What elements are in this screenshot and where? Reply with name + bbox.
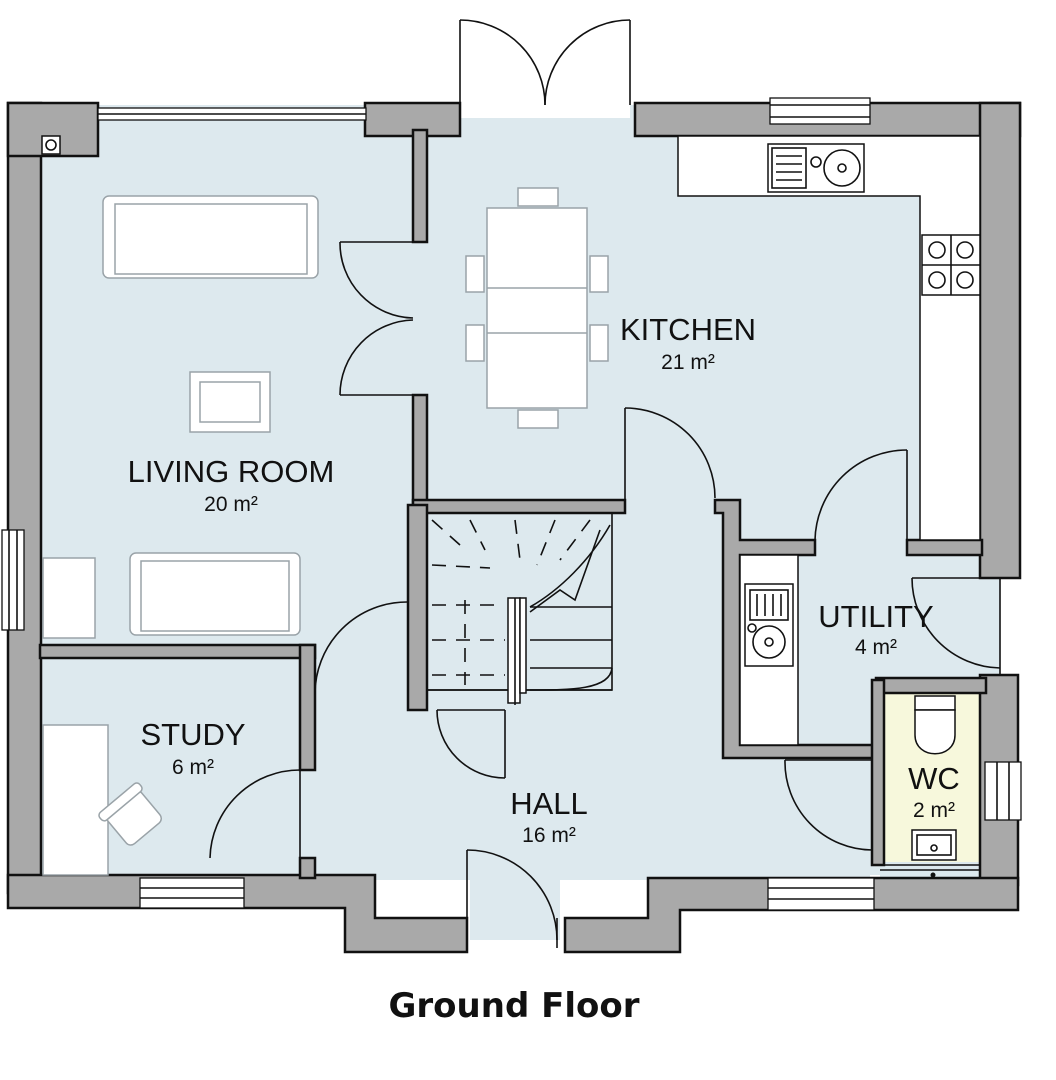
office-chair-icon bbox=[98, 782, 163, 846]
room-label-hall: HALL bbox=[510, 786, 588, 821]
wall-left bbox=[6, 101, 43, 895]
room-label-utility: UTILITY bbox=[818, 599, 933, 634]
room-area-wc: 2 m² bbox=[913, 799, 955, 822]
wall-study-right-lower bbox=[298, 856, 317, 880]
wall-bottom-right bbox=[563, 876, 1020, 954]
living-furniture bbox=[42, 195, 319, 639]
room-label-living-room: LIVING ROOM bbox=[128, 454, 335, 489]
room-area-study: 6 m² bbox=[172, 756, 214, 779]
room-area-hall: 16 m² bbox=[522, 824, 576, 847]
chair-icon bbox=[589, 324, 609, 362]
wall-wc-top bbox=[874, 676, 988, 695]
kitchen-sink-icon bbox=[767, 143, 865, 193]
windows bbox=[1, 97, 1022, 911]
room-label-wc: WC bbox=[908, 761, 960, 796]
wall-stair-left bbox=[406, 503, 429, 712]
window-kitchen-top bbox=[769, 97, 871, 125]
study-furniture bbox=[42, 724, 163, 876]
window-study-bottom bbox=[139, 877, 245, 909]
room-label-study: STUDY bbox=[140, 717, 245, 752]
wc-fittings bbox=[880, 695, 980, 878]
staircase bbox=[426, 512, 613, 705]
dining-table bbox=[465, 187, 609, 429]
utility-sink-icon bbox=[744, 583, 794, 667]
room-labels: LIVING ROOM 20 m² KITCHEN 21 m² STUDY 6 … bbox=[128, 312, 960, 847]
chair-icon bbox=[517, 409, 559, 429]
wall-study-right-upper bbox=[298, 643, 317, 772]
plan-title: Ground Floor bbox=[389, 986, 640, 1026]
kitchen-units bbox=[677, 135, 981, 541]
wall-study-top bbox=[38, 643, 317, 660]
wall-utility-right bbox=[905, 538, 984, 557]
side-table-icon bbox=[42, 557, 96, 639]
wall-living-kitchen-upper bbox=[411, 128, 429, 244]
room-area-utility: 4 m² bbox=[855, 636, 897, 659]
doors bbox=[209, 19, 1001, 948]
room-label-kitchen: KITCHEN bbox=[620, 312, 756, 347]
window-living-left bbox=[1, 529, 25, 631]
wall-stair-top bbox=[411, 498, 627, 515]
walls bbox=[6, 101, 1022, 954]
wall-living-kitchen-lower bbox=[411, 393, 429, 507]
chair-icon bbox=[465, 324, 485, 362]
chair-icon bbox=[589, 255, 609, 293]
chair-icon bbox=[465, 255, 485, 293]
chair-icon bbox=[517, 187, 559, 207]
utility-units bbox=[739, 554, 799, 746]
room-area-kitchen: 21 m² bbox=[661, 351, 715, 374]
desk-icon bbox=[42, 724, 109, 876]
wall-right bbox=[978, 101, 1022, 580]
window-wc-right bbox=[984, 761, 1022, 821]
stair-banister bbox=[507, 597, 521, 704]
wall-bottom-left bbox=[6, 873, 469, 954]
room-area-living-room: 20 m² bbox=[204, 493, 258, 516]
boiler-icon bbox=[41, 135, 61, 155]
toilet-cistern-icon bbox=[914, 695, 956, 711]
wall-wc-left bbox=[870, 678, 886, 867]
toilet-bowl-icon bbox=[914, 709, 956, 755]
window-hall-bottom bbox=[767, 877, 875, 911]
worktop bbox=[677, 135, 981, 541]
